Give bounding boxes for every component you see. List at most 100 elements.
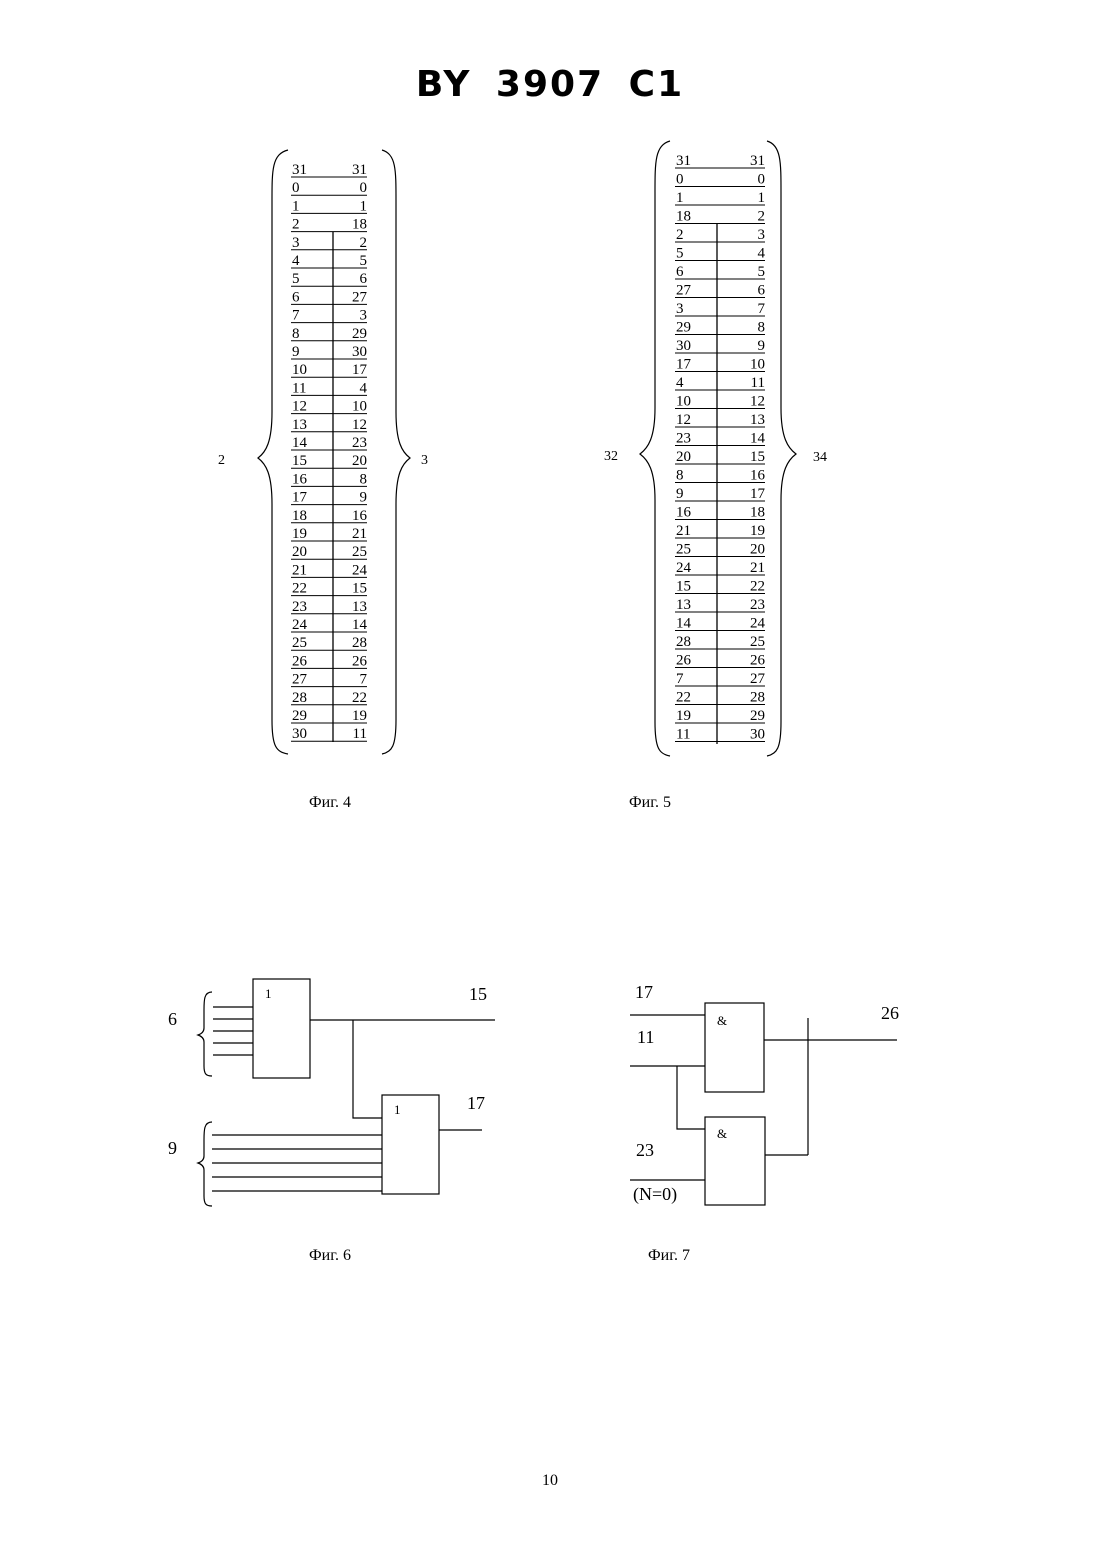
fig5-row: 917 (675, 486, 766, 502)
fig5-right-value: 13 (750, 412, 765, 428)
fig4-row: 2822 (291, 690, 367, 706)
fig4-left-value: 22 (292, 581, 307, 597)
fig4-row: 1921 (291, 526, 367, 542)
fig4-right-value: 11 (353, 726, 367, 742)
fig4-right-value: 29 (352, 326, 367, 342)
fig4-row: 31 31 (291, 162, 367, 178)
fig4-left-value: 31 (292, 162, 307, 178)
fig4-right-value: 13 (352, 599, 367, 615)
fig4-right-value: 30 (352, 344, 367, 360)
fig5-left-value: 2 (676, 227, 684, 243)
fig4-right-value: 2 (360, 235, 368, 251)
fig4-row: 2215 (291, 581, 367, 597)
fig5-left-value: 6 (676, 264, 684, 280)
fig4-right-value: 14 (352, 617, 368, 633)
fig7-output-label: 26 (881, 1003, 899, 1023)
fig5-left-value: 14 (676, 616, 692, 632)
fig4-row: 2528 (291, 635, 367, 651)
fig4-left-value: 26 (292, 653, 308, 669)
fig4-right-value: 21 (352, 526, 367, 542)
fig5-left-value: 1 (676, 190, 684, 206)
fig5-right-value: 23 (750, 597, 765, 613)
fig5-right-value: 11 (751, 375, 765, 391)
fig4-left-value: 1 (292, 198, 300, 214)
fig4-left-value: 13 (292, 417, 307, 433)
fig5-right-value: 18 (750, 505, 765, 521)
fig5-row: 1424 (675, 616, 766, 632)
fig7-labels: & & 17 11 23 (N=0) 26 Фиг. 7 (633, 982, 899, 1264)
fig5-right-label: 34 (813, 450, 827, 465)
fig5-left-value: 18 (676, 209, 691, 225)
fig4-row: 14 23 (291, 435, 367, 451)
fig4-row: 00 (291, 180, 367, 196)
fig4-row: 2919 (291, 708, 367, 724)
fig4-left-value: 8 (292, 326, 300, 342)
fig5-left-value: 13 (676, 597, 691, 613)
fig5-left-value: 23 (676, 431, 691, 447)
fig6-connection-wire (353, 1020, 382, 1118)
fig7-gate-1-label: & (717, 1013, 727, 1028)
fig4-row: 627 (291, 289, 368, 305)
fig4-left-value: 27 (292, 672, 308, 688)
fig5-right-value: 31 (750, 153, 765, 169)
fig5-right-value: 25 (750, 634, 765, 650)
fig5-right-value: 27 (750, 671, 766, 687)
fig4-right-value: 7 (360, 672, 368, 688)
fig5-row: 11 (675, 190, 765, 206)
fig5-right-value: 4 (758, 246, 766, 262)
fig5-left-value: 11 (676, 727, 690, 743)
fig5-left-value: 20 (676, 449, 691, 465)
fig5-row: 2626 (675, 653, 766, 669)
fig7-input-1-label: 17 (635, 982, 653, 1002)
fig6-gate-2-label: 1 (394, 1102, 401, 1117)
fig5-left-value: 9 (676, 486, 684, 502)
fig5-right-value: 7 (758, 301, 766, 317)
fig5-row: 309 (675, 338, 765, 354)
fig4-left-value: 0 (292, 180, 300, 196)
fig4-right-value: 31 (352, 162, 367, 178)
fig5-row: 13 23 (675, 597, 765, 613)
fig6-brace-2 (198, 1122, 212, 1206)
fig5-right-value: 9 (758, 338, 766, 354)
fig5-row: 2520 (675, 542, 765, 558)
fig4-left-value: 30 (292, 726, 307, 742)
fig4-row: 56 (291, 271, 368, 287)
fig7-and-gate-1 (705, 1003, 764, 1092)
fig5-left-value: 17 (676, 357, 692, 373)
fig5-left-value: 26 (676, 653, 692, 669)
fig4-left-value: 20 (292, 544, 307, 560)
fig5-right-value: 8 (758, 320, 766, 336)
fig4-right-value: 9 (360, 490, 368, 506)
fig4-left-value: 14 (292, 435, 308, 451)
fig7-branch-wire (677, 1066, 705, 1129)
fig4-left-value: 3 (292, 235, 300, 251)
fig4-right-value: 1 (360, 198, 368, 214)
fig6-gate-1-label: 1 (265, 986, 272, 1001)
fig5-right-value: 21 (750, 560, 765, 576)
fig4-caption: Фиг. 4 (309, 794, 351, 811)
fig6-caption: Фиг. 6 (309, 1247, 351, 1264)
fig4-right-value: 4 (360, 380, 368, 396)
fig4-left-value: 6 (292, 289, 300, 305)
fig5-row: 2228 (675, 690, 765, 706)
fig5-right-value: 10 (750, 357, 765, 373)
fig5-row: 3131 (675, 153, 765, 169)
fig7-gate-2-label: & (717, 1126, 727, 1141)
fig4-row: 27 7 (291, 672, 368, 688)
fig5-row: 65 (675, 264, 765, 280)
fig4-row: 1017 (291, 362, 368, 378)
fig4-left-value: 9 (292, 344, 300, 360)
fig4-right-value: 16 (352, 508, 368, 524)
fig4-row: 11 (291, 198, 367, 214)
fig4-left-value: 11 (292, 380, 306, 396)
fig5-row: 2314 (675, 431, 766, 447)
page-number: 10 (0, 1472, 1100, 1490)
fig4-right-value: 0 (360, 180, 368, 196)
fig5-left-value: 28 (676, 634, 691, 650)
fig5-row: 1012 (675, 394, 765, 410)
fig5-row: 182 (675, 209, 765, 225)
fig4-right-label: 3 (421, 453, 428, 468)
fig5-row: 1213 (675, 412, 765, 428)
fig4-right-value: 23 (352, 435, 367, 451)
